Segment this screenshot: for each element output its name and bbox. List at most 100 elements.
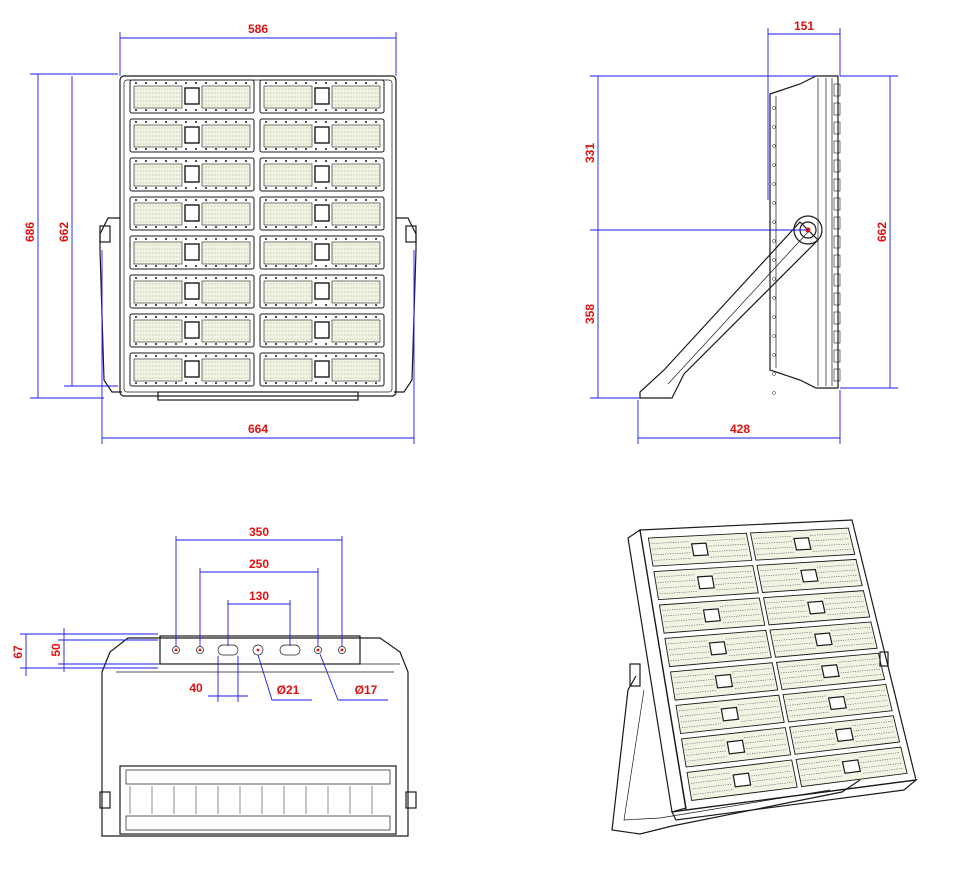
iso-led-row [732,673,773,678]
front-screw [325,316,327,318]
front-screw [175,82,177,84]
front-screw [265,109,267,111]
iso-led-row [728,652,769,657]
front-screw [155,238,157,240]
front-screw [315,277,317,279]
front-screw [135,382,137,384]
front-screw [265,226,267,228]
front-screw [375,160,377,162]
iso-led-row [781,674,822,679]
front-screw [195,238,197,240]
iso-led-row [768,610,808,615]
front-screw [335,277,337,279]
iso-module-driver [690,542,709,557]
iso-led-row [679,712,720,717]
front-screw [335,304,337,306]
front-screw [205,226,207,228]
front-screw [365,355,367,357]
front-screw [265,160,267,162]
front-screw [375,316,377,318]
front-right-bracket-arm [394,217,417,393]
front-screw [165,238,167,240]
front-screw [165,109,167,111]
front-screw [325,382,327,384]
front-screw [185,277,187,279]
bracket-hole-mark [256,648,260,652]
front-screw [335,355,337,357]
front-screw [205,121,207,123]
front-screw [145,109,147,111]
front-screw [265,265,267,267]
front-screw [285,382,287,384]
front-screw [205,238,207,240]
iso-module-driver [814,632,833,647]
front-screw [345,187,347,189]
front-screw [175,343,177,345]
front-module-driver [314,87,330,105]
iso-led-row [752,776,793,782]
iso-led-row [839,663,879,668]
dim-bracket-slot-width: 40 [189,681,203,695]
iso-housing-bottom [671,779,918,821]
iso-led-row [707,538,746,541]
front-screw [185,343,187,345]
front-screw [245,277,247,279]
front-screw [155,109,157,111]
front-screw [275,316,277,318]
front-screw [205,265,207,267]
iso-led-row [673,673,713,678]
front-screw [325,109,327,111]
side-screw [772,144,776,148]
bracket-hole-small [338,646,346,654]
side-screw [772,163,776,167]
front-screw [235,82,237,84]
front-screw [175,316,177,318]
front-screw [155,265,157,267]
front-screw [185,148,187,150]
bracket-hole-mark [174,648,178,652]
front-module-frame [259,79,385,114]
front-screw [325,277,327,279]
iso-led-row [751,770,792,777]
front-screw [205,187,207,189]
front-screw [275,109,277,111]
front-screw [195,82,197,84]
front-screw [215,382,217,384]
front-screw [235,343,237,345]
front-screw [135,304,137,306]
front-module-frame [129,274,255,309]
front-screw [305,160,307,162]
front-screw [245,226,247,228]
front-screw [375,343,377,345]
front-screw [235,382,237,384]
front-module-driver [184,282,200,300]
front-screw [225,187,227,189]
front-screw [335,226,337,228]
iso-module-driver [720,706,740,722]
iso-led-row [767,605,807,609]
iso-led-row [776,647,816,652]
front-screw [355,82,357,84]
front-screw [145,343,147,345]
side-dimensions: 151 331 358 662 428 [583,19,898,444]
front-screw [355,121,357,123]
front-led-modules [129,79,385,387]
iso-led-row [766,599,806,604]
front-screw [195,121,197,123]
iso-led-row [796,743,837,749]
front-screw [195,199,197,201]
front-screw [135,160,137,162]
iso-led-row [726,641,766,645]
front-screw [315,355,317,357]
front-screw [355,109,357,111]
front-screw [365,109,367,111]
iso-led-row [714,576,753,580]
front-screw [375,187,377,189]
front-module-driver [314,204,330,222]
side-screw [772,391,776,395]
front-screw [245,304,247,306]
front-screw [185,226,187,228]
front-screw [315,343,317,345]
front-screw [215,277,217,279]
iso-led-row [801,770,843,776]
